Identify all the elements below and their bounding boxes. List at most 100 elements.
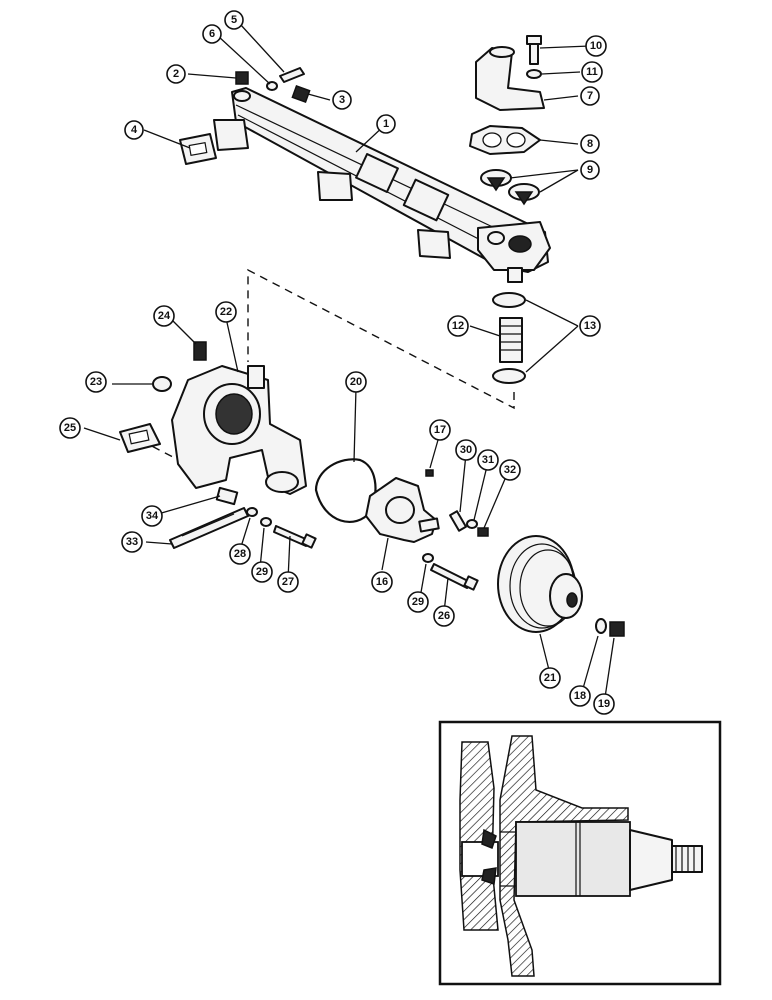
svg-text:13: 13 (584, 320, 596, 332)
callout-1: 1 (376, 114, 396, 134)
callout-4: 4 (124, 120, 144, 140)
stud-30 (449, 510, 467, 532)
callout-22: 22 (215, 301, 237, 323)
svg-text:31: 31 (482, 454, 494, 466)
expansion-plug (152, 376, 172, 392)
washer-29a (260, 517, 272, 527)
plug-17 (425, 469, 434, 477)
svg-text:18: 18 (574, 690, 586, 702)
callout-30: 30 (455, 439, 477, 461)
svg-text:20: 20 (350, 376, 362, 388)
manifold-bolt (279, 67, 305, 83)
callout-5: 5 (224, 10, 244, 30)
cross-section-inset (438, 720, 722, 986)
bypass-hose (499, 317, 523, 363)
svg-text:1: 1 (383, 118, 389, 130)
spacer-34 (215, 486, 239, 506)
callout-11: 11 (581, 61, 603, 83)
pump-body (171, 365, 307, 495)
callout-6: 6 (202, 24, 222, 44)
callout-18: 18 (569, 685, 591, 707)
svg-text:9: 9 (587, 164, 593, 176)
callout-29a: 29 (251, 561, 273, 583)
pump-gasket (119, 423, 161, 453)
callout-16: 16 (371, 571, 393, 593)
callout-23: 23 (85, 371, 107, 393)
callout-20: 20 (345, 371, 367, 393)
washer-29b (422, 553, 434, 563)
svg-text:4: 4 (131, 124, 138, 136)
svg-text:17: 17 (434, 424, 446, 436)
pipe-plug-24 (193, 341, 207, 361)
callout-12: 12 (447, 315, 469, 337)
thermostat-housing (475, 46, 545, 111)
callout-7: 7 (580, 86, 600, 106)
svg-text:8: 8 (587, 138, 593, 150)
svg-text:27: 27 (282, 576, 294, 588)
thermostat-gasket (469, 125, 541, 155)
svg-text:34: 34 (146, 510, 159, 522)
svg-text:21: 21 (544, 672, 556, 684)
callout-28: 28 (229, 543, 251, 565)
callout-31: 31 (477, 449, 499, 471)
svg-text:2: 2 (173, 68, 179, 80)
fan-pulley (497, 535, 583, 633)
callout-17: 17 (429, 419, 451, 441)
svg-text:28: 28 (234, 548, 246, 560)
svg-text:12: 12 (452, 320, 464, 332)
callout-10: 10 (585, 35, 607, 57)
callout-34: 34 (141, 505, 163, 527)
nut-32 (477, 527, 489, 537)
svg-text:22: 22 (220, 306, 232, 318)
callout-33: 33 (121, 531, 143, 553)
svg-text:10: 10 (590, 40, 602, 52)
gasket-route-line (139, 439, 199, 471)
washer-31 (466, 519, 478, 529)
leader-lines (83, 23, 615, 705)
svg-text:16: 16 (376, 576, 388, 588)
housing-bolt (526, 35, 542, 65)
svg-text:7: 7 (587, 90, 593, 102)
callout-21: 21 (539, 667, 561, 689)
callout-13: 13 (579, 315, 601, 337)
drain-cock (291, 85, 311, 103)
callout-29b: 29 (407, 591, 429, 613)
water-manifold (213, 87, 551, 283)
svg-text:5: 5 (231, 14, 237, 26)
callout-3: 3 (332, 90, 352, 110)
washer-18 (595, 618, 607, 634)
bolt-27 (273, 525, 317, 549)
svg-text:25: 25 (64, 422, 76, 434)
svg-text:3: 3 (339, 94, 345, 106)
svg-text:24: 24 (158, 310, 171, 322)
bolt-26 (430, 563, 479, 591)
hose-clamps (492, 292, 526, 384)
pipe-plug (235, 71, 249, 85)
hose-route-line (247, 268, 515, 410)
svg-text:32: 32 (504, 464, 516, 476)
svg-text:6: 6 (209, 28, 215, 40)
svg-text:30: 30 (460, 444, 472, 456)
callout-8: 8 (580, 134, 600, 154)
svg-text:19: 19 (598, 698, 610, 710)
callout-25: 25 (59, 417, 81, 439)
svg-text:29: 29 (412, 596, 424, 608)
callout-24: 24 (153, 305, 175, 327)
cover-gasket (314, 458, 377, 523)
svg-text:29: 29 (256, 566, 268, 578)
callout-26: 26 (433, 605, 455, 627)
callout-2: 2 (166, 64, 186, 84)
svg-text:23: 23 (90, 376, 102, 388)
callout-27: 27 (277, 571, 299, 593)
callout-19: 19 (593, 693, 615, 715)
washer-28 (246, 507, 258, 517)
svg-text:11: 11 (586, 66, 598, 78)
svg-text:33: 33 (126, 536, 138, 548)
callout-32: 32 (499, 459, 521, 481)
svg-text:26: 26 (438, 610, 450, 622)
nut-19 (609, 621, 625, 637)
water-pump-assembly (365, 477, 440, 543)
adjusting-strap (169, 507, 249, 549)
bolt-washer (526, 69, 542, 79)
